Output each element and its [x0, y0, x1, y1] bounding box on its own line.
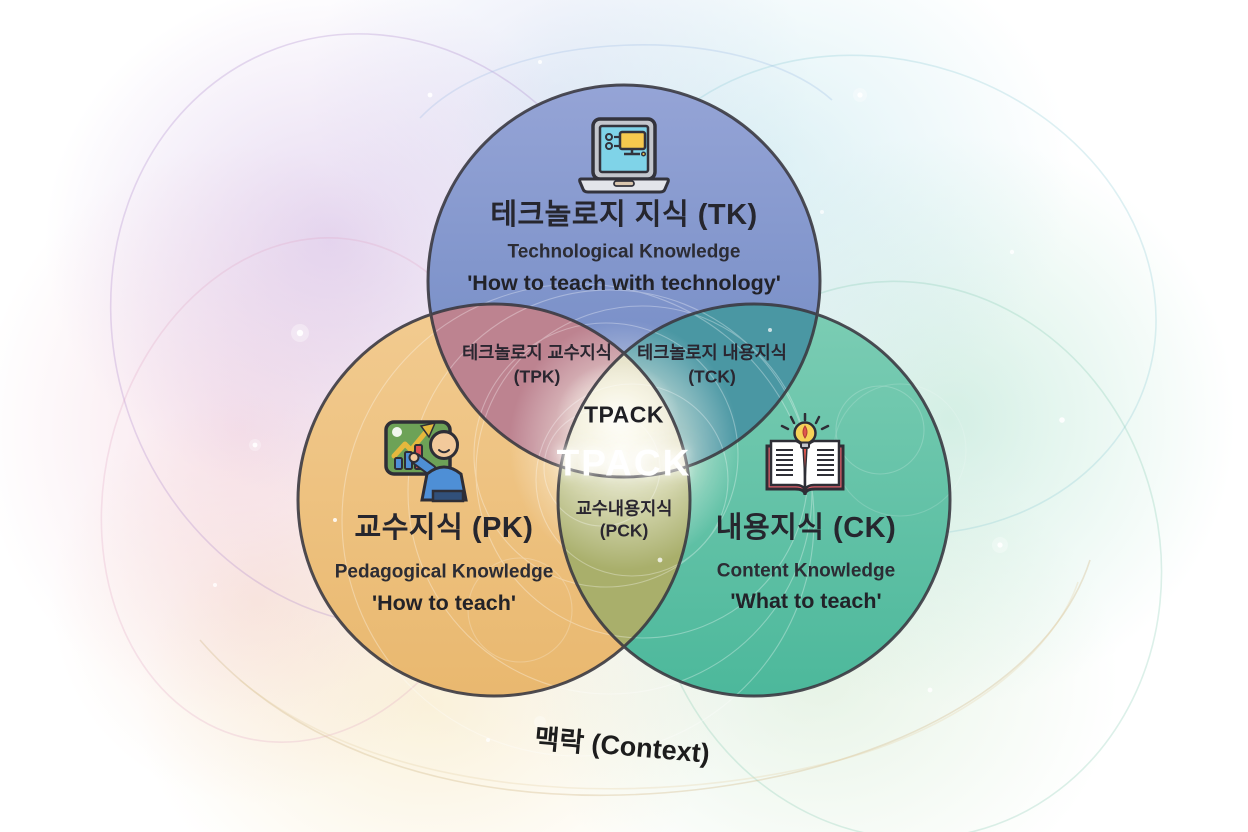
pk-title: 교수지식 (PK) [354, 512, 534, 545]
tk-title: 테크놀로지 지식 (TK) [490, 199, 758, 232]
center-glow-core [556, 362, 680, 474]
tk-quote: 'How to teach with technology' [467, 271, 781, 296]
petal-outlines [100, 33, 1163, 832]
ck-title: 내용지식 (CK) [715, 512, 897, 545]
tpk-label-line2: (TPK) [513, 366, 561, 387]
ck-subtitle: Content Knowledge [716, 560, 896, 582]
tpk-label-line1: 테크놀로지 교수지식 [462, 342, 612, 363]
tpack-label-large: TPACK [556, 442, 692, 484]
tck-label-line1: 테크놀로지 내용지식 [637, 342, 787, 363]
laptop-icon [578, 117, 670, 194]
teacher-chalkboard-icon [384, 420, 468, 503]
tpack-label-small: TPACK [583, 401, 665, 428]
sparkles [213, 60, 1065, 764]
tck-label-line2: (TCK) [688, 366, 736, 387]
decorative-rings [341, 283, 967, 757]
tk-subtitle: Technological Knowledge [507, 241, 741, 263]
pck-label-line2: (PCK) [599, 520, 649, 541]
book-lightbulb-icon [765, 413, 845, 496]
pk-subtitle: Pedagogical Knowledge [334, 561, 554, 583]
pk-quote: 'How to teach' [371, 591, 517, 616]
pck-label-line1: 교수내용지식 [575, 498, 673, 519]
ck-quote: 'What to teach' [730, 589, 882, 614]
